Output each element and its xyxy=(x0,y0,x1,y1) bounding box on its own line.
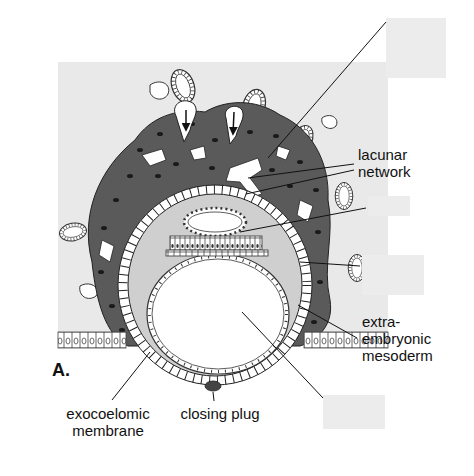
amniotic-cavity xyxy=(188,212,242,232)
uterine-gland xyxy=(335,182,353,209)
panel-letter: A. xyxy=(52,362,92,379)
hidden-label-box xyxy=(323,395,385,429)
exocoelomic-membrane xyxy=(147,254,289,374)
leader-line xyxy=(246,170,354,194)
leader-line xyxy=(240,208,366,232)
leader-line xyxy=(300,262,360,266)
amnion xyxy=(184,208,246,236)
leader-line xyxy=(298,305,357,338)
leader-line xyxy=(248,164,354,178)
hidden-label-box xyxy=(386,18,446,78)
part-label: exocoelomic membrane xyxy=(48,405,168,439)
uterine-epithelium xyxy=(58,332,126,348)
leader-line xyxy=(213,392,214,401)
leader-lines xyxy=(112,22,386,401)
part-label: extra- embryonic mesoderm xyxy=(362,313,462,364)
part-label: closing plug xyxy=(180,405,260,422)
maternal-sinusoid xyxy=(225,106,243,144)
leader-line xyxy=(268,22,386,158)
maternal-capillary xyxy=(80,284,98,298)
uterine-gland xyxy=(58,221,88,243)
maternal-sinusoid xyxy=(175,101,197,142)
epiblast xyxy=(170,236,262,250)
hypoblast xyxy=(166,250,268,256)
maternal-capillary xyxy=(150,82,169,99)
leader-line xyxy=(242,312,323,398)
blood-flow-arrow xyxy=(233,112,234,134)
hidden-label-box xyxy=(368,196,410,216)
primary-yolk-sac xyxy=(152,259,284,369)
closing-plug xyxy=(205,381,221,391)
maternal-capillary xyxy=(322,116,337,129)
leader-line xyxy=(112,352,150,400)
blood-flow-arrow xyxy=(185,110,187,130)
part-label: lacunar network xyxy=(358,146,448,180)
uterine-gland xyxy=(167,66,199,105)
hidden-label-box xyxy=(362,255,424,295)
exocoelomic-cells xyxy=(150,257,287,372)
